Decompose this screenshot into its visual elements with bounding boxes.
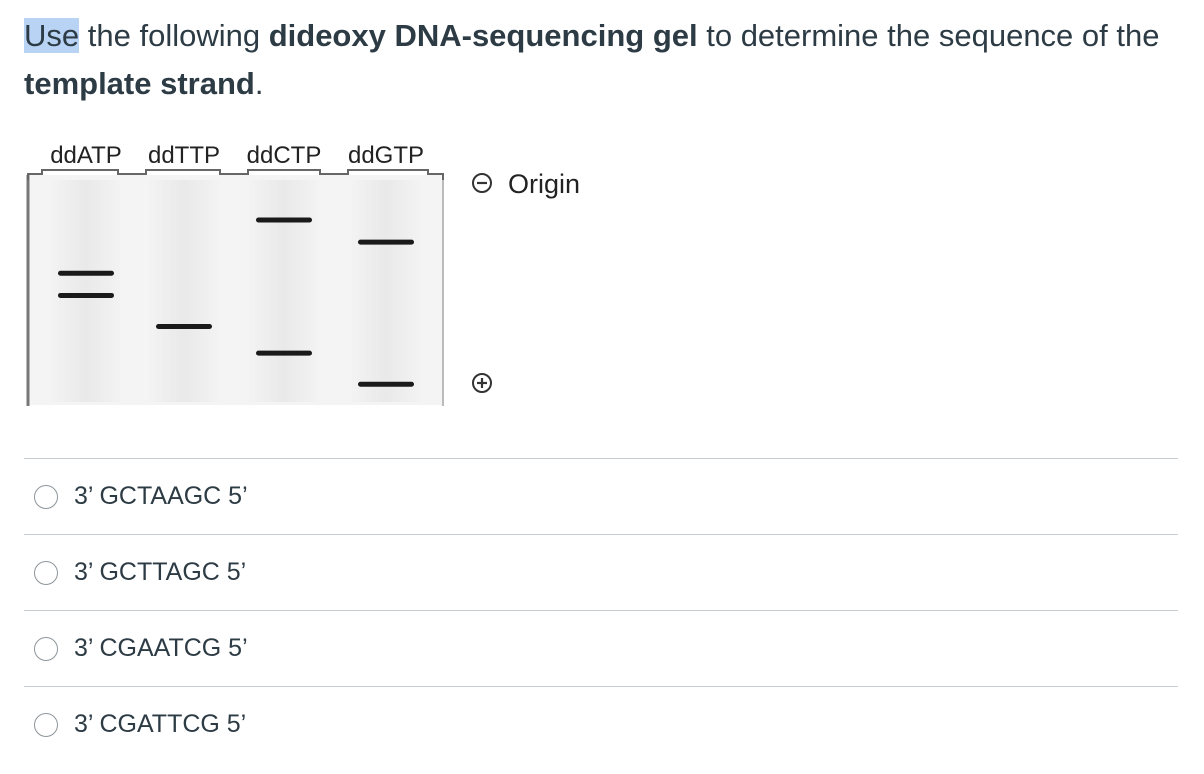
answer-label[interactable]: 3’ CGATTCG 5’ bbox=[74, 710, 247, 738]
lane-label-ddgtp: ddGTP bbox=[348, 142, 424, 169]
radio-button[interactable] bbox=[34, 636, 58, 661]
gel-band-ddatp bbox=[58, 292, 114, 298]
highlighted-word: Use bbox=[24, 18, 80, 53]
answer-option[interactable]: 3’ GCTAAGC 5’ bbox=[24, 458, 1178, 534]
question-text: Use the following dideoxy DNA-sequencing… bbox=[24, 12, 1174, 108]
answer-label[interactable]: 3’ CGAATCG 5’ bbox=[74, 634, 248, 662]
radio-button[interactable] bbox=[34, 560, 58, 585]
question-segment: the following bbox=[79, 18, 269, 53]
answer-option[interactable]: 3’ CGATTCG 5’ bbox=[24, 686, 1178, 762]
gel-diagram: ddATP ddTTP ddCTP ddGTP Origin bbox=[26, 142, 580, 406]
answer-option[interactable]: 3’ GCTTAGC 5’ bbox=[24, 534, 1178, 610]
gel-band-ddttp bbox=[156, 324, 212, 330]
radio-button[interactable] bbox=[34, 712, 58, 737]
question-segment: . bbox=[254, 66, 264, 101]
answer-label[interactable]: 3’ GCTTAGC 5’ bbox=[74, 558, 247, 586]
gel-lane-ddgtp bbox=[351, 180, 421, 402]
gel-band-ddctp bbox=[256, 350, 312, 356]
gel-lane-ddatp bbox=[51, 180, 121, 402]
answer-options: 3’ GCTAAGC 5’ 3’ GCTTAGC 5’ 3’ CGAATCG 5… bbox=[24, 458, 1178, 762]
gel-lane-ddctp bbox=[249, 180, 319, 402]
origin-label: Origin bbox=[508, 169, 580, 199]
minus-circle-icon bbox=[472, 173, 492, 193]
answer-option[interactable]: 3’ CGAATCG 5’ bbox=[24, 610, 1178, 686]
gel-band-ddgtp bbox=[358, 239, 414, 245]
answer-label[interactable]: 3’ GCTAAGC 5’ bbox=[74, 482, 248, 510]
lane-label-ddatp: ddATP bbox=[50, 142, 122, 169]
lane-label-ddttp: ddTTP bbox=[148, 142, 220, 169]
question-segment: to determine the sequence of the bbox=[697, 18, 1160, 53]
gel-wells bbox=[27, 169, 444, 180]
radio-button[interactable] bbox=[34, 484, 58, 509]
lane-label-ddctp: ddCTP bbox=[247, 142, 322, 169]
gel-band-ddatp bbox=[58, 270, 114, 276]
sequencing-gel-figure: ddATP ddTTP ddCTP ddGTP Origin bbox=[0, 130, 640, 420]
plus-circle-icon bbox=[472, 373, 492, 393]
gel-lane-ddttp bbox=[149, 180, 219, 402]
question-emphasis-gel: dideoxy DNA-sequencing gel bbox=[268, 18, 698, 53]
gel-band-ddgtp bbox=[358, 381, 414, 387]
gel-band-ddctp bbox=[256, 217, 312, 223]
question-emphasis-template: template strand bbox=[24, 66, 255, 101]
